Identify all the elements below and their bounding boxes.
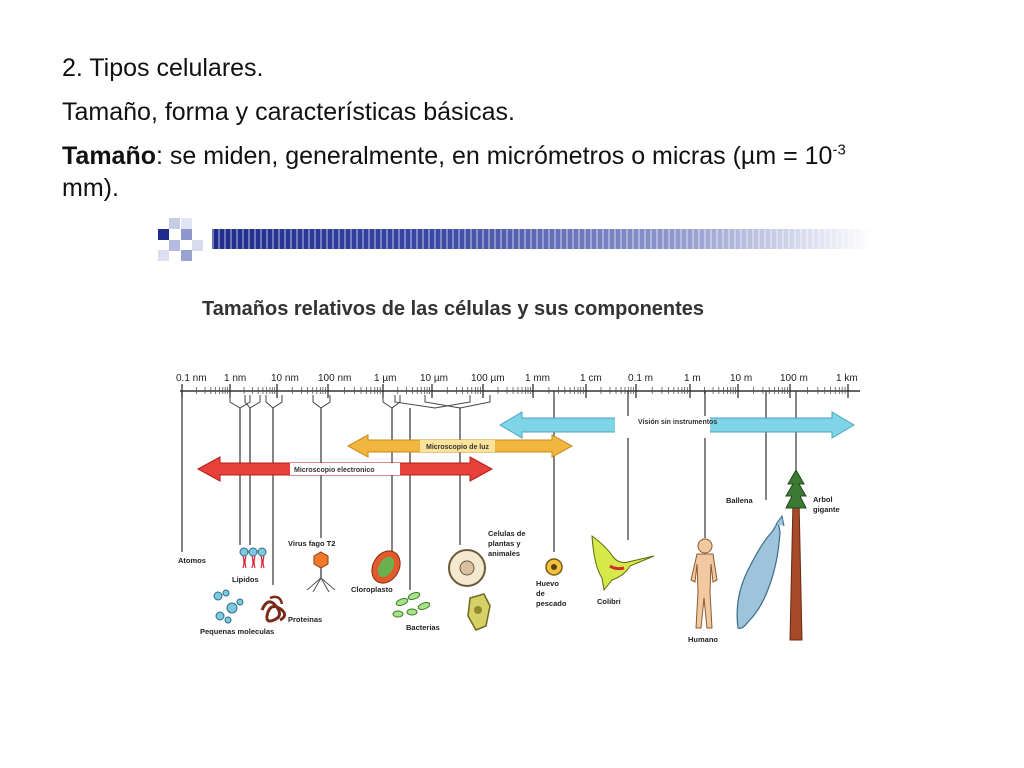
scale-brackets <box>229 395 491 409</box>
size-text-end: mm). <box>62 174 119 202</box>
scale-label: 100 m <box>780 373 808 384</box>
cell-size-diagram: Tamaños relativos de las células y sus c… <box>176 298 860 644</box>
cells-illustration <box>448 549 491 631</box>
scale-label: 100 µm <box>471 373 505 384</box>
egg-label-line-1: Huevo <box>536 579 559 588</box>
atoms-label: Atomos <box>178 556 206 565</box>
range-arrow-electron-microscope: Microscopio electronico <box>196 456 494 482</box>
naked-eye-label: Visión sin instrumentos <box>638 419 717 426</box>
hummingbird-illustration <box>591 534 655 592</box>
scale-label: 1 cm <box>580 373 602 384</box>
egg-label-line-2: de <box>536 589 545 598</box>
chloroplast-illustration <box>371 550 401 584</box>
human-label: Humano <box>688 635 718 644</box>
size-term: Tamaño <box>62 142 156 170</box>
proteins-illustration <box>260 595 287 623</box>
whale-illustration <box>736 514 785 629</box>
scale-label: 0.1 nm <box>176 373 207 384</box>
scale-labels: 0.1 nm 1 nm 10 nm 100 nm 1 µm 10 µm 100 … <box>176 373 858 384</box>
size-exponent: -3 <box>832 141 846 159</box>
human-illustration <box>690 538 718 629</box>
bacteria-illustration <box>392 592 431 618</box>
cells-label-line-3: animales <box>488 549 520 558</box>
tree-label-line-1: Arbol <box>813 495 833 504</box>
scale-label: 100 nm <box>318 373 351 384</box>
proteins-label: Proteinas <box>288 615 322 624</box>
figure-title: Tamaños relativos de las células y sus c… <box>202 298 704 320</box>
small-molecules-label: Pequenas moleculas <box>200 627 274 636</box>
scale-label: 10 nm <box>271 373 299 384</box>
egg-label-line-3: pescado <box>536 599 567 608</box>
scale-label: 1 km <box>836 373 858 384</box>
size-text: : se miden, generalmente, en micrómetros… <box>156 142 833 170</box>
bacteria-label: Bacterias <box>406 623 440 632</box>
lipids-illustration <box>239 547 267 569</box>
chloroplast-label: Cloroplasto <box>351 585 393 594</box>
lipids-label: Lipidos <box>232 575 259 584</box>
scale-label: 10 m <box>730 373 752 384</box>
egg-illustration <box>545 558 563 576</box>
size-definition: Tamaño: se miden, generalmente, en micró… <box>62 140 962 204</box>
virus-label: Virus fago T2 <box>288 539 335 548</box>
decorative-gradient-bar <box>212 229 872 249</box>
range-arrow-light-microscope: Microscopio de luz <box>346 434 574 458</box>
range-arrow-naked-eye: Visión sin instrumentos <box>499 411 855 439</box>
hummingbird-label: Colibri <box>597 597 621 606</box>
virus-illustration <box>306 551 336 593</box>
item-labels: Atomos Lipidos Pequenas moleculas Protei… <box>178 495 840 644</box>
scale-label: 1 mm <box>525 373 550 384</box>
tree-label-line-2: gigante <box>813 505 840 514</box>
tree-illustration <box>785 468 807 641</box>
slide-subheading: Tamaño, forma y características básicas. <box>62 98 515 126</box>
cells-label-line-1: Celulas de <box>488 529 526 538</box>
decorative-squares <box>155 218 215 262</box>
scale-label: 10 µm <box>420 373 448 384</box>
whale-label: Ballena <box>726 496 754 505</box>
scale-label: 1 m <box>684 373 701 384</box>
electron-microscope-label: Microscopio electronico <box>294 467 375 474</box>
cells-label-line-2: plantas y <box>488 539 521 548</box>
scale-label: 1 µm <box>374 373 396 384</box>
light-microscope-label: Microscopio de luz <box>426 444 490 451</box>
slide-text-block: 2. Tipos celulares. Tamaño, forma y cara… <box>62 52 962 204</box>
small-molecules-illustration <box>213 589 244 624</box>
scale-label: 1 nm <box>224 373 246 384</box>
slide-heading: 2. Tipos celulares. <box>62 54 264 82</box>
scale-label: 0.1 m <box>628 373 653 384</box>
